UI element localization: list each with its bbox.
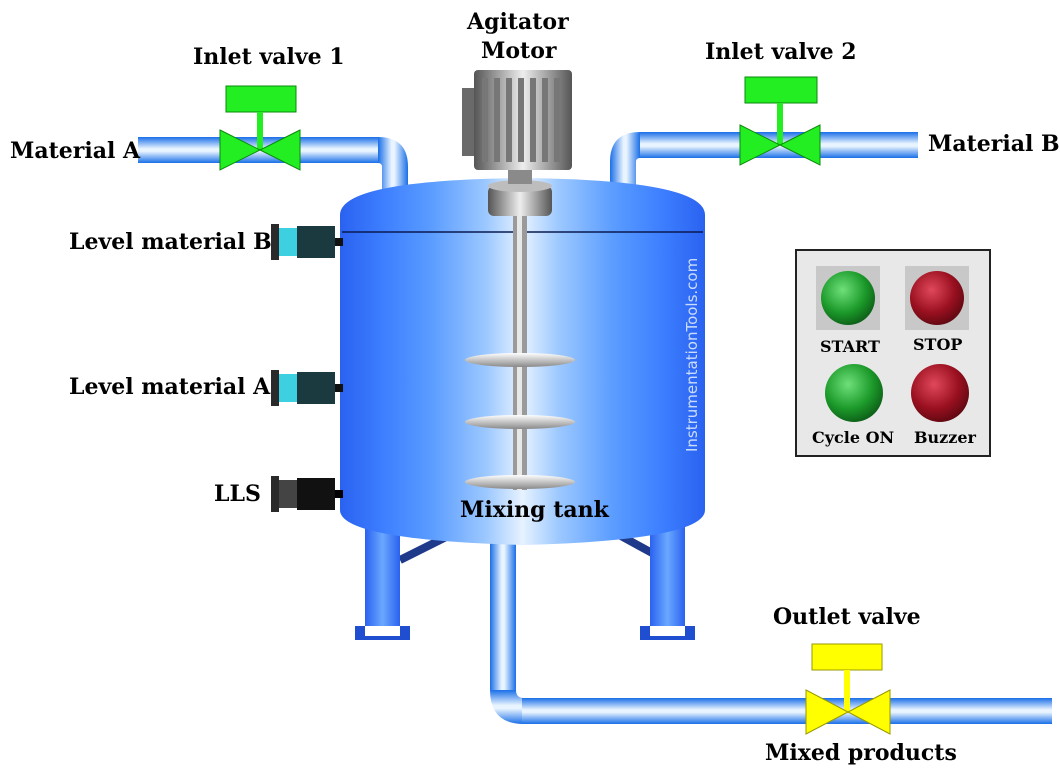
agitator-blade bbox=[465, 475, 575, 489]
material-a-label: Material A bbox=[10, 138, 141, 164]
level-sensor-b bbox=[271, 224, 343, 260]
agitator-blade bbox=[465, 415, 575, 429]
watermark: InstrumentationTools.com bbox=[683, 257, 701, 452]
level-material-b-label: Level material B bbox=[69, 229, 272, 255]
material-b-label: Material B bbox=[928, 131, 1060, 157]
outlet-valve-label: Outlet valve bbox=[773, 604, 921, 630]
motor-label: Motor bbox=[481, 38, 557, 64]
outlet-valve[interactable] bbox=[805, 643, 891, 735]
lls-label: LLS bbox=[214, 481, 261, 507]
agitator-blade bbox=[465, 353, 575, 367]
cycle-on-lamp bbox=[825, 364, 883, 422]
control-panel bbox=[795, 249, 991, 457]
low-level-switch bbox=[271, 476, 343, 512]
level-material-a-label: Level material A bbox=[69, 374, 271, 400]
outlet-pipe bbox=[490, 540, 1052, 724]
buzzer-lamp bbox=[911, 364, 969, 422]
level-sensor-a bbox=[271, 370, 343, 406]
agitator-label: Agitator bbox=[467, 9, 569, 35]
inlet-valve-2-label: Inlet valve 2 bbox=[705, 39, 857, 65]
mixing-tank-label: Mixing tank bbox=[460, 497, 609, 523]
agitator bbox=[465, 180, 575, 490]
tank-legs bbox=[355, 520, 695, 640]
stop-button[interactable] bbox=[910, 271, 964, 325]
agitator-motor bbox=[462, 70, 572, 184]
stop-label: STOP bbox=[913, 335, 963, 354]
cycle-on-label: Cycle ON bbox=[812, 428, 895, 447]
start-label: START bbox=[820, 337, 880, 356]
start-button[interactable] bbox=[821, 271, 875, 325]
mixed-products-label: Mixed products bbox=[765, 740, 957, 766]
inlet-valve-2[interactable] bbox=[739, 76, 821, 166]
inlet-valve-1-label: Inlet valve 1 bbox=[193, 44, 345, 70]
buzzer-label: Buzzer bbox=[914, 428, 976, 447]
inlet-valve-1[interactable] bbox=[219, 85, 301, 171]
